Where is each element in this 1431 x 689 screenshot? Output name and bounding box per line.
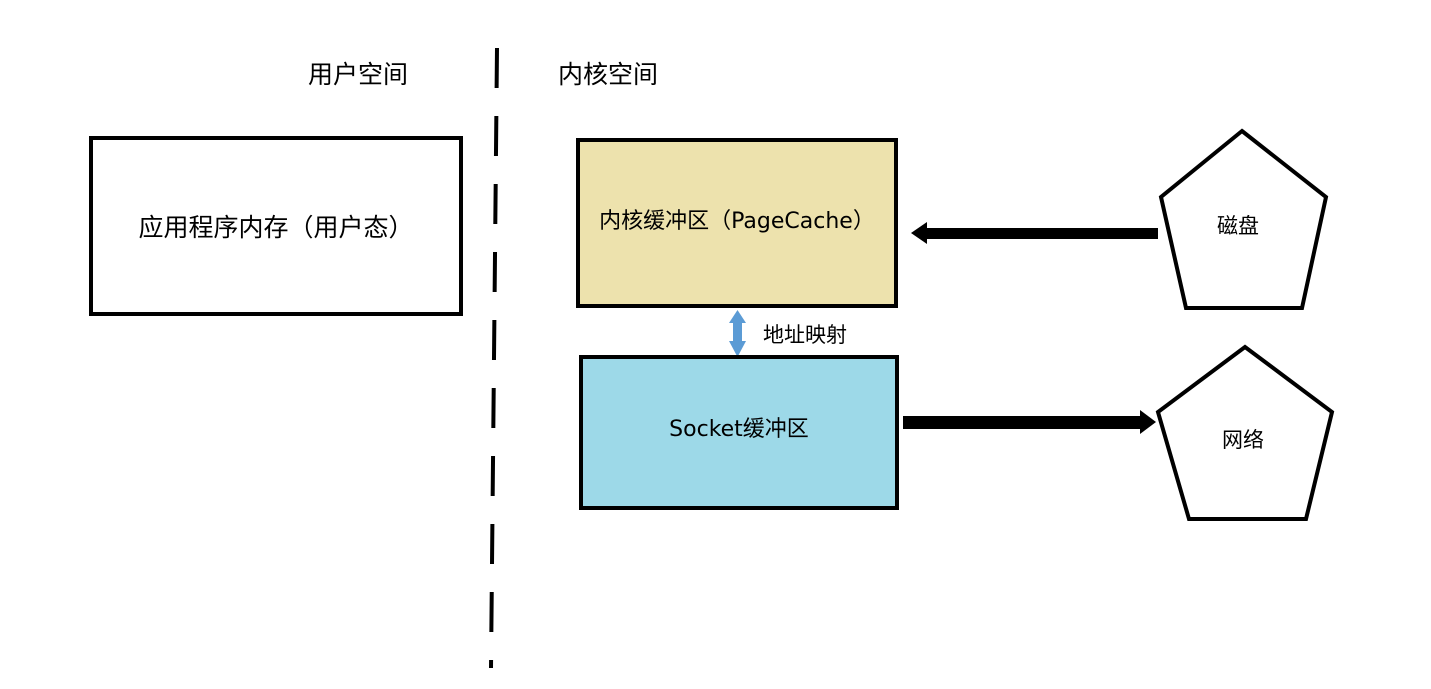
disk-label: 磁盘 [1217, 214, 1259, 238]
user-space-label: 用户空间 [308, 60, 409, 89]
network-pentagon [1155, 344, 1335, 521]
disk-pentagon [1158, 128, 1329, 310]
address-mapping-arrow [729, 310, 746, 357]
socket-buffer-box: Socket缓冲区 [579, 355, 899, 510]
address-mapping-label: 地址映射 [763, 323, 847, 347]
kernel-space-label: 内核空间 [558, 60, 659, 89]
network-label: 网络 [1222, 428, 1264, 452]
app-memory-label: 应用程序内存（用户态） [138, 213, 414, 242]
app-memory-box: 应用程序内存（用户态） [89, 136, 463, 316]
page-cache-box: 内核缓冲区（PageCache） [576, 138, 898, 308]
disk-to-pagecache-arrow [911, 222, 1158, 244]
socket-to-network-arrow [903, 410, 1156, 434]
socket-buffer-label: Socket缓冲区 [669, 416, 809, 442]
page-cache-label: 内核缓冲区（PageCache） [599, 209, 875, 234]
user-kernel-divider [489, 47, 499, 669]
